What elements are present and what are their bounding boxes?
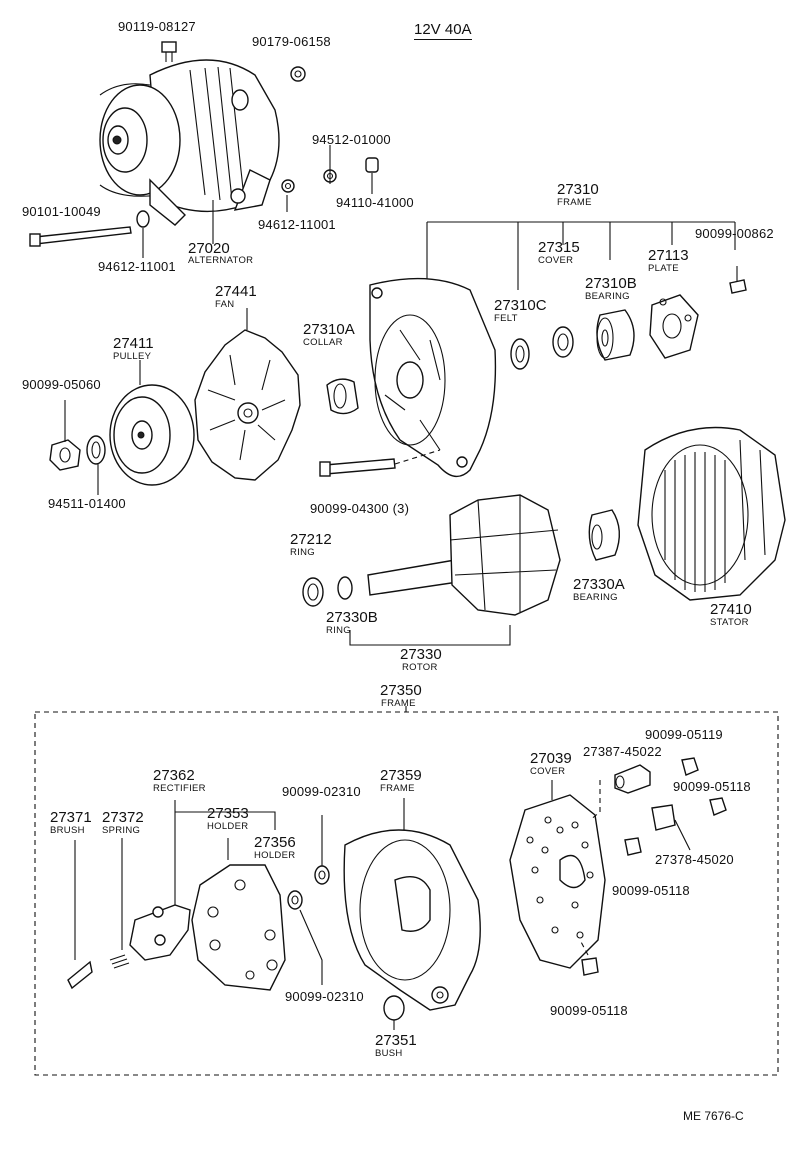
part-number-27350: 27350 bbox=[380, 682, 422, 699]
part-name-fan: FAN bbox=[215, 299, 235, 310]
part-number-27113: 27113 bbox=[648, 247, 689, 264]
part-number-90099-05118-middle: 90099-05118 bbox=[612, 883, 690, 898]
part-name-cover-27315: COVER bbox=[538, 255, 574, 266]
part-number-27410: 27410 bbox=[710, 601, 752, 618]
part-number-94511-01400: 94511-01400 bbox=[48, 496, 126, 511]
part-name-plate-27113: PLATE bbox=[648, 263, 679, 274]
part-number-27371: 27371 bbox=[50, 809, 92, 826]
part-number-27387-45022: 27387-45022 bbox=[583, 744, 662, 759]
part-name-rotor: ROTOR bbox=[402, 662, 438, 673]
part-name-holder-27353: HOLDER bbox=[207, 821, 249, 832]
part-number-27378-45020: 27378-45020 bbox=[655, 852, 734, 867]
alternator-assembly-drawing bbox=[29, 41, 379, 258]
part-name-bearing-27310B: BEARING bbox=[585, 291, 630, 302]
part-number-90099-04300: 90099-04300 (3) bbox=[310, 501, 410, 516]
part-name-brush: BRUSH bbox=[50, 825, 85, 836]
part-name-stator: STATOR bbox=[710, 617, 749, 628]
part-number-94612-11001-upper: 94612-11001 bbox=[258, 217, 336, 232]
part-name-ring-27212: RING bbox=[290, 547, 315, 558]
part-number-27330B: 27330B bbox=[326, 609, 378, 626]
part-number-27310: 27310 bbox=[557, 181, 599, 198]
part-number-27372: 27372 bbox=[102, 809, 144, 826]
part-name-bearing-27330A: BEARING bbox=[573, 592, 618, 603]
part-number-94612-11001-lower: 94612-11001 bbox=[98, 259, 176, 274]
part-name-felt: FELT bbox=[494, 313, 518, 324]
part-name-holder-27356: HOLDER bbox=[254, 850, 296, 861]
diagram-code: ME 7676-C bbox=[683, 1109, 744, 1123]
part-number-90179-06158: 90179-06158 bbox=[252, 34, 331, 49]
part-number-90119-08127: 90119-08127 bbox=[118, 19, 196, 34]
part-number-90099-02310-lower: 90099-02310 bbox=[285, 989, 364, 1004]
part-name-collar: COLLAR bbox=[303, 337, 343, 348]
part-name-spring: SPRING bbox=[102, 825, 141, 836]
part-number-27330: 27330 bbox=[400, 646, 442, 663]
part-number-94110-41000: 94110-41000 bbox=[336, 195, 414, 210]
part-number-27356: 27356 bbox=[254, 834, 296, 851]
part-name-frame-27310: FRAME bbox=[557, 197, 592, 208]
part-number-90099-05118-bottom: 90099-05118 bbox=[550, 1003, 628, 1018]
part-name-bush: BUSH bbox=[375, 1048, 403, 1059]
part-number-27353: 27353 bbox=[207, 805, 249, 822]
part-number-90099-05119: 90099-05119 bbox=[645, 727, 723, 742]
part-name-pulley: PULLEY bbox=[113, 351, 152, 362]
front-frame-drawing bbox=[326, 221, 747, 478]
part-number-27411: 27411 bbox=[113, 335, 154, 352]
rotor-drawing bbox=[302, 494, 620, 646]
part-number-27310B: 27310B bbox=[585, 275, 637, 292]
fan-pulley-drawing bbox=[49, 308, 441, 495]
part-number-27351: 27351 bbox=[375, 1032, 417, 1049]
part-number-27020: 27020 bbox=[188, 240, 230, 257]
part-name-frame-27350: FRAME bbox=[381, 698, 416, 709]
part-number-27310A: 27310A bbox=[303, 321, 355, 338]
part-number-90099-00862: 90099-00862 bbox=[695, 226, 774, 241]
part-name-frame-27359: FRAME bbox=[380, 783, 415, 794]
part-number-27315: 27315 bbox=[538, 239, 580, 256]
part-number-27362: 27362 bbox=[153, 767, 195, 784]
part-name-cover-27039: COVER bbox=[530, 766, 566, 777]
part-number-94512-01000: 94512-01000 bbox=[312, 132, 391, 147]
part-number-90099-05060: 90099-05060 bbox=[22, 377, 101, 392]
part-number-90099-05118-right: 90099-05118 bbox=[673, 779, 751, 794]
part-name-alternator: ALTERNATOR bbox=[188, 255, 254, 266]
part-number-27359: 27359 bbox=[380, 767, 422, 784]
part-number-27212: 27212 bbox=[290, 531, 332, 548]
diagram-title: 12V 40A bbox=[414, 21, 472, 40]
part-number-90101-10049: 90101-10049 bbox=[22, 204, 101, 219]
part-number-27330A: 27330A bbox=[573, 576, 625, 593]
part-number-27441: 27441 bbox=[215, 283, 257, 300]
rear-frame-assembly-drawing bbox=[34, 706, 779, 1076]
part-number-27310C: 27310C bbox=[494, 297, 547, 314]
stator-drawing bbox=[637, 426, 786, 601]
part-name-ring-27330B: RING bbox=[326, 625, 351, 636]
part-number-90099-02310-upper: 90099-02310 bbox=[282, 784, 361, 799]
part-number-27039: 27039 bbox=[530, 750, 572, 767]
part-name-rectifier: RECTIFIER bbox=[153, 783, 206, 794]
